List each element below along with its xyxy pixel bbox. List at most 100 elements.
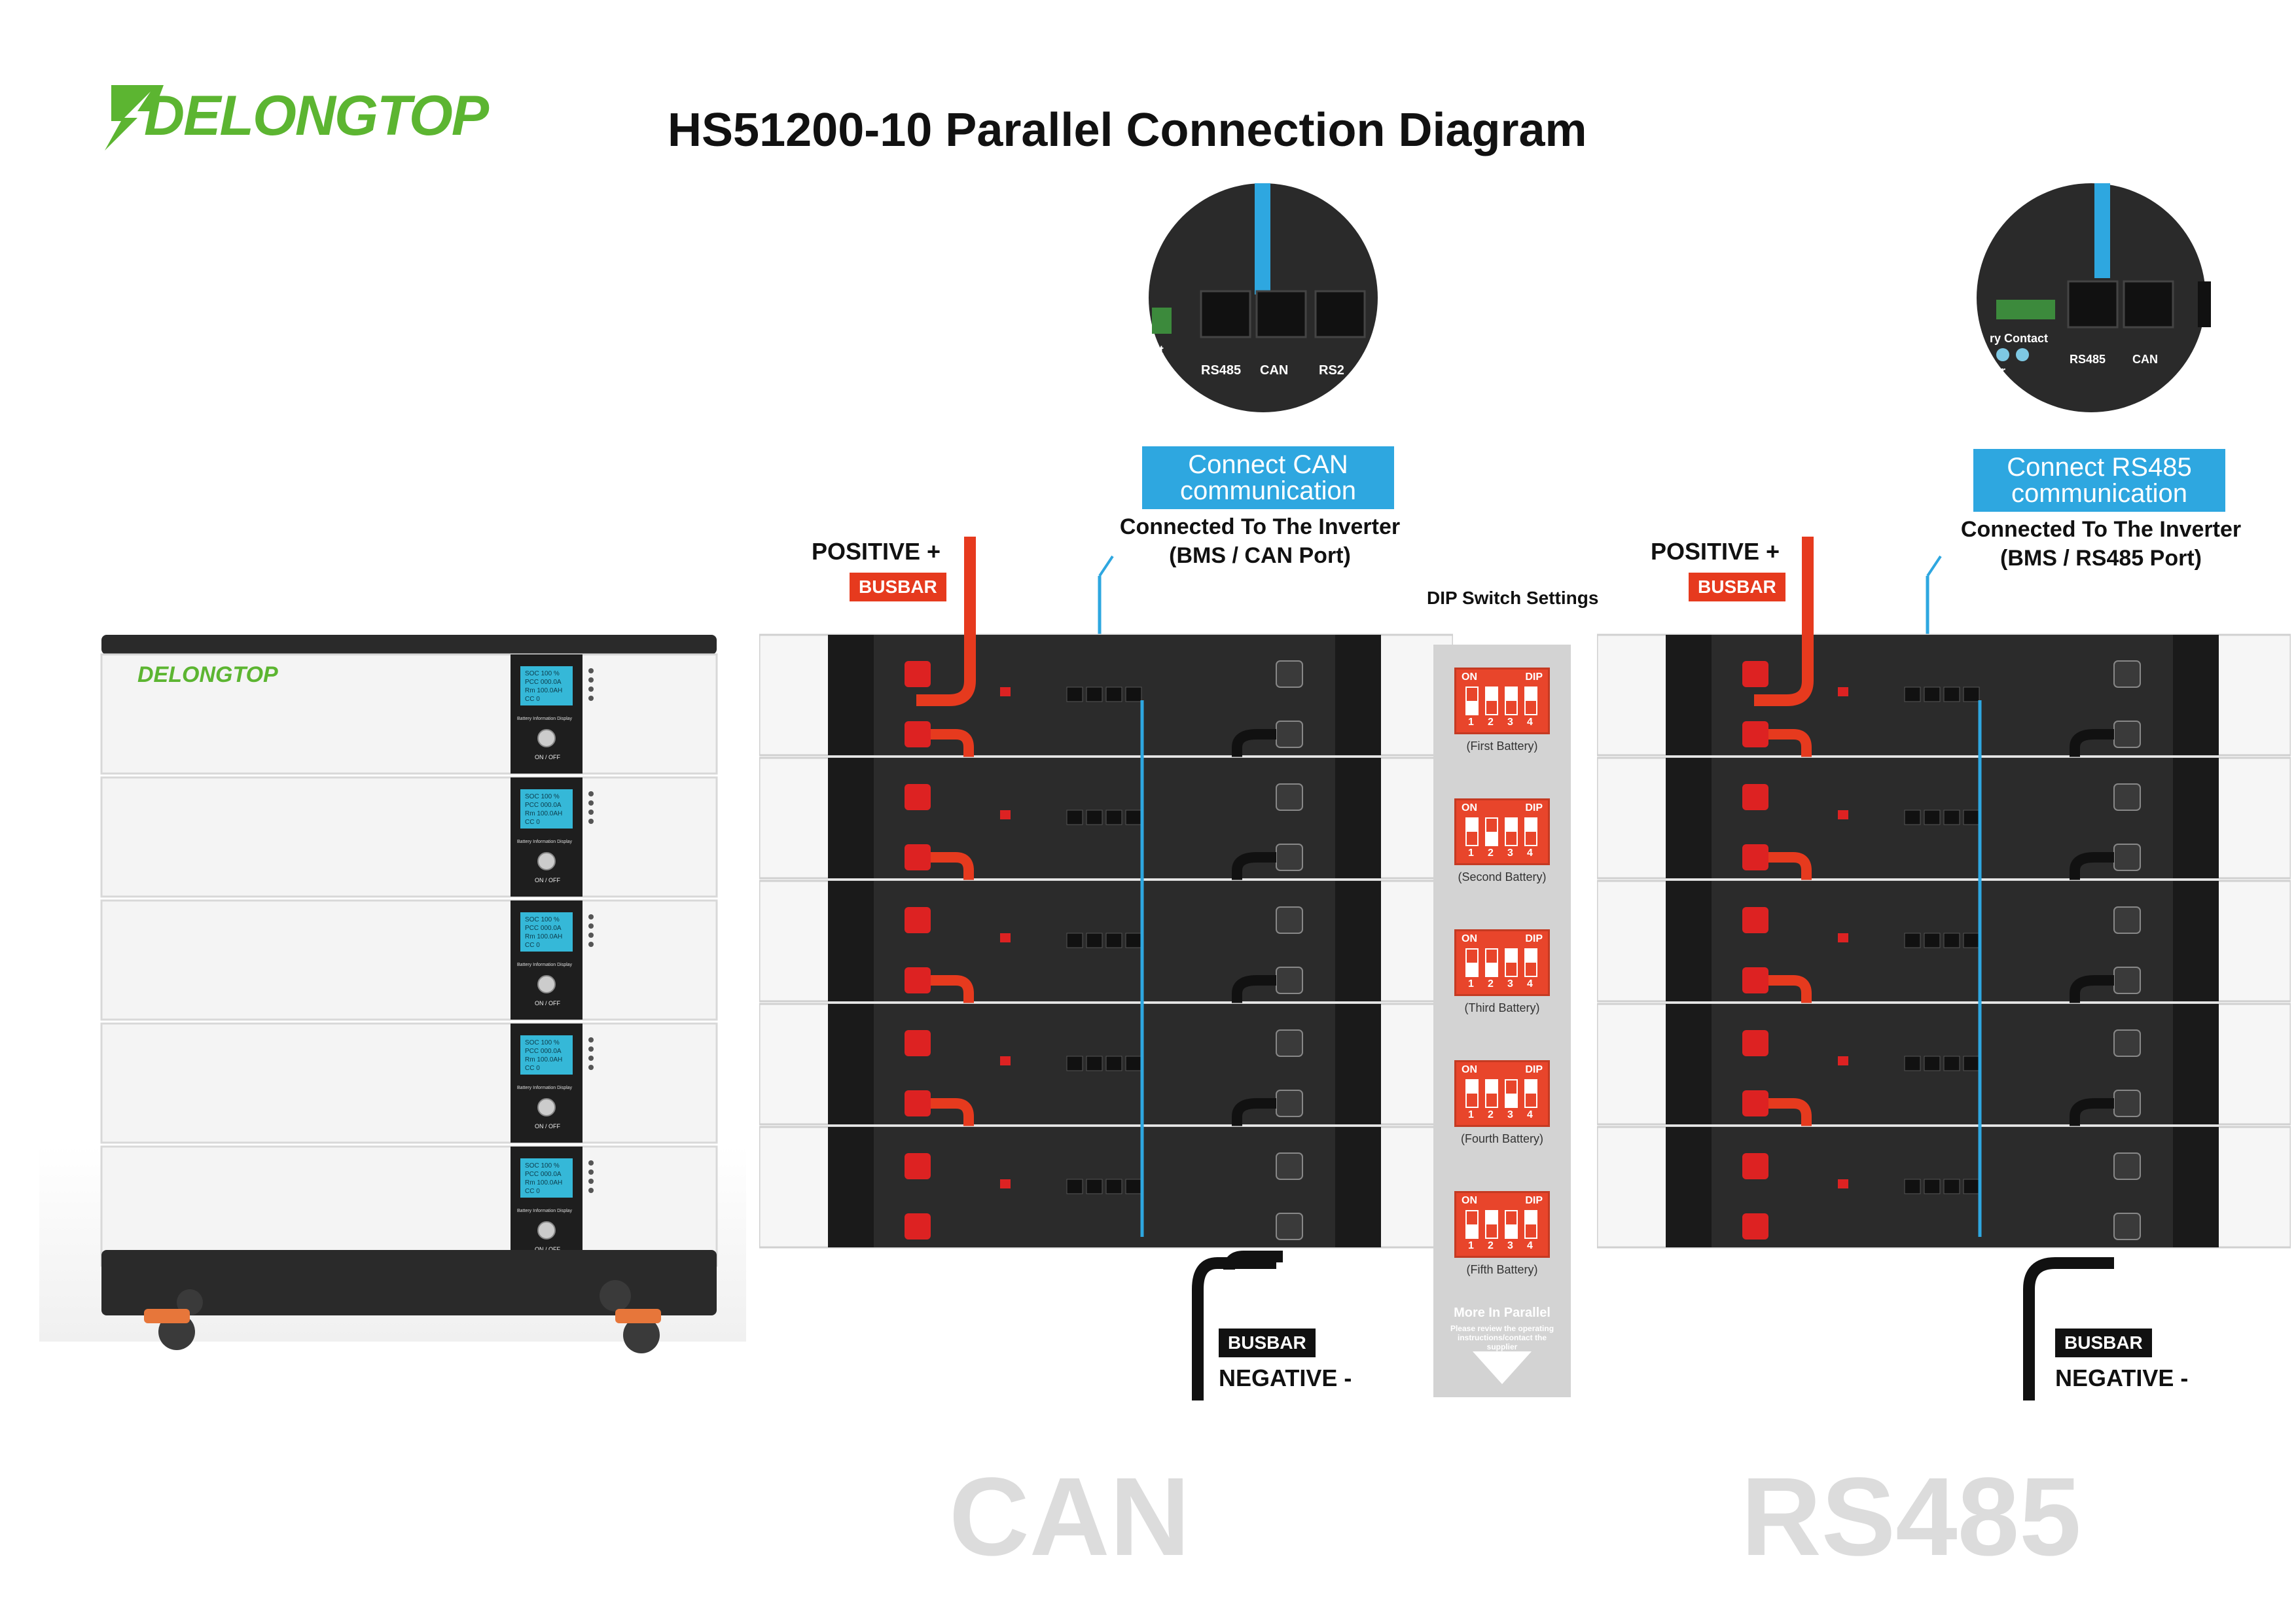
inverter-text-line: (BMS / RS485 Port) [2000,546,2202,571]
comm-port [1066,687,1083,702]
positive-terminal [905,784,931,810]
dip-on-label: ON [1462,1195,1477,1206]
dip-title: DIP Switch Settings [1427,588,1599,608]
dip-number: 2 [1488,847,1494,859]
positive-terminal [905,1090,931,1116]
dip-caption: (Fourth Battery) [1460,1132,1544,1145]
busbar-tag: BUSBAR [850,573,946,601]
power-button-label: ON / OFF [535,877,560,883]
lcd-line: Rm 100.0AH [525,933,562,940]
power-button [537,975,556,993]
positive-terminal [1742,661,1768,687]
lcd-line: PCC 000.0A [525,925,562,932]
dip-number: 4 [1527,1240,1533,1251]
comm-port [1963,687,1980,702]
lcd-line: CC 0 [525,1065,540,1072]
display-label: Battery Information Display [517,1086,573,1090]
dip-toggle [1524,1210,1537,1239]
status-led [588,791,594,796]
dip-number: 2 [1488,1109,1494,1120]
dip-toggle [1465,687,1479,715]
negative-terminal [1276,1029,1303,1057]
positive-terminal [1742,1090,1768,1116]
dip-toggle [1465,948,1479,977]
zoom-port-label: RS485 [1201,363,1241,378]
dip-switch-mini [1838,1056,1848,1065]
dip-toggle [1485,1079,1498,1108]
negative-label: NEGATIVE - [1219,1364,1352,1391]
comm-port [1125,1056,1142,1071]
negative-terminal [1276,906,1303,934]
comm-port [1066,1056,1083,1071]
power-button-label: ON / OFF [535,754,560,760]
comm-port [1904,687,1921,702]
lcd-line: Rm 100.0AH [525,1179,562,1186]
battery-module [759,1126,1453,1249]
comm-port [1105,810,1122,825]
dip-toggle [1465,1079,1479,1108]
lcd-line: Rm 100.0AH [525,1056,562,1063]
dip-number: 3 [1507,978,1513,990]
dip-toggle [1465,817,1479,846]
dip-toggle [1485,948,1498,977]
dip-number: 1 [1468,978,1474,990]
positive-terminal [905,1030,931,1056]
dip-label: DIP [1525,1064,1543,1075]
more-parallel-note: Please review the operating instructions… [1450,1324,1554,1351]
inverter-text-line: (BMS / CAN Port) [1169,543,1351,568]
zoom-port-label: tor [1990,365,2005,378]
battery-module [759,1003,1453,1171]
rs485-comm-box: Connect RS485 communication [1973,449,2225,512]
dip-switch-mini [1000,1056,1011,1065]
status-led [588,1056,594,1061]
dip-number: 1 [1468,847,1474,859]
can-big-label: CAN [949,1455,1191,1579]
dip-toggle [1524,817,1537,846]
dip-label: DIP [1525,933,1543,944]
comm-port [1105,1056,1122,1071]
positive-terminal [1742,1030,1768,1056]
dip-switch-mini [1000,1179,1011,1188]
positive-terminal [905,967,931,993]
battery-module [759,633,1453,802]
status-led [588,1160,594,1166]
status-led [588,696,594,701]
negative-terminal [1276,967,1303,994]
dip-number: 1 [1468,717,1474,728]
dip-toggle [1485,687,1498,715]
negative-terminal [2113,967,2141,994]
lcd-line: PCC 000.0A [525,679,562,686]
dip-toggle [1524,948,1537,977]
busbar-tag: BUSBAR [1689,573,1785,601]
page-title: HS51200-10 Parallel Connection Diagram [668,104,1587,156]
positive-terminal [905,1153,931,1179]
comm-port [1943,1179,1960,1194]
dip-label: DIP [1525,671,1543,683]
power-button-label: ON / OFF [535,1123,560,1130]
rs485-big-label: RS485 [1741,1455,2081,1579]
status-led [588,933,594,938]
comm-port [1105,687,1122,702]
more-parallel-title: More In Parallel [1454,1306,1551,1320]
dip-number: 3 [1507,847,1513,859]
lcd-line: PCC 000.0A [525,1048,562,1055]
busbar-tag: BUSBAR [1219,1329,1316,1357]
comm-port [1125,687,1142,702]
zoom-port-label: RS2 [1319,363,1344,378]
dip-number: 1 [1468,1240,1474,1251]
dip-toggle [1505,1079,1518,1108]
dip-switch-mini [1838,1179,1848,1188]
positive-terminal [905,661,931,687]
status-led [588,914,594,919]
lightning-bolt-icon [105,85,164,151]
battery-module [759,757,1453,925]
zoom-port-label: ct [1152,344,1164,358]
product-brand: DELONGTOP [137,662,278,687]
